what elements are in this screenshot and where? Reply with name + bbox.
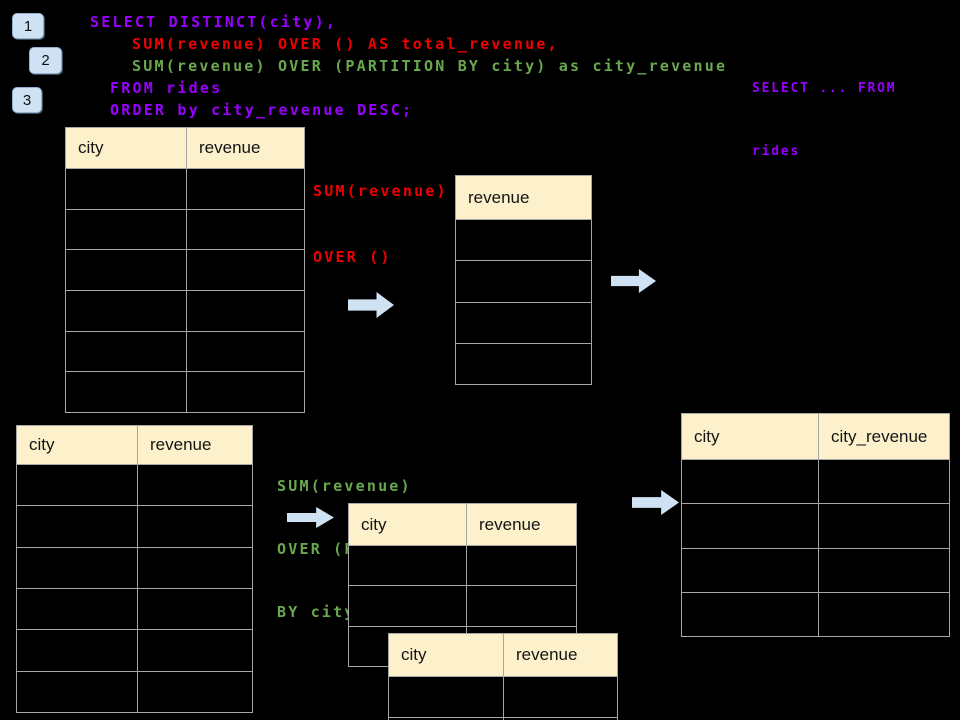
table-cell: [66, 330, 186, 372]
total-revenue-label: SUM(revenue) OVER (): [313, 136, 448, 312]
label-line: SUM(revenue): [277, 477, 412, 495]
table-cell: [17, 546, 137, 588]
table-cell: [456, 301, 591, 343]
table-cell: [66, 249, 186, 290]
column-header: city: [66, 128, 186, 168]
table-cell: [137, 546, 252, 588]
table-cell: [137, 629, 252, 671]
step-badge-label: 2: [41, 52, 50, 69]
column-header: city: [349, 504, 466, 545]
table-cell: [818, 591, 949, 636]
label-line: OVER (): [313, 248, 392, 266]
column-header: revenue: [466, 504, 576, 545]
column-header: city: [389, 634, 503, 676]
table-cell: [137, 464, 252, 506]
table-cell: [349, 545, 466, 586]
column-header: revenue: [186, 128, 304, 168]
table-cell: [137, 505, 252, 547]
table-cell: [682, 503, 818, 548]
table-cell: [17, 505, 137, 547]
table-cell: [682, 591, 818, 636]
arrow-right-icon: [632, 490, 679, 515]
table-cell: [17, 464, 137, 506]
table-cell: [456, 219, 591, 261]
table-cell: [66, 168, 186, 209]
table-cell: [66, 290, 186, 331]
table-cell: [682, 459, 818, 504]
step-badge-2: 2: [29, 47, 62, 74]
table-cell: [466, 545, 576, 586]
arrow-right-icon: [348, 292, 394, 318]
side-note-line: rides: [752, 144, 801, 159]
table-cell: [503, 676, 617, 717]
table-cell: [186, 168, 304, 209]
sql-code-line: ORDER by city_revenue DESC;: [110, 101, 414, 119]
table-cell: [466, 585, 576, 626]
column-header: revenue: [503, 634, 617, 676]
column-header: city: [682, 414, 818, 459]
table-cell: [137, 587, 252, 630]
table-cell: [17, 670, 137, 712]
table-cell: [503, 717, 617, 720]
table-cell: [818, 503, 949, 548]
arrow-right-icon: [287, 507, 334, 528]
side-note-from-rides: SELECT ... FROM rides: [752, 36, 896, 204]
sql-code-line: SUM(revenue) OVER () AS total_revenue,: [132, 35, 559, 53]
table-cell: [186, 249, 304, 290]
table-cell: [186, 290, 304, 331]
table-cell: [456, 260, 591, 302]
table-total-revenue-result: revenue: [455, 175, 592, 385]
table-cell: [389, 717, 503, 720]
label-line: SUM(revenue): [313, 182, 448, 200]
column-header: city_revenue: [818, 414, 949, 459]
table-cell: [137, 670, 252, 712]
table-cell: [186, 208, 304, 250]
step-badge-3: 3: [12, 87, 42, 113]
table-cell: [17, 587, 137, 630]
table-cell: [456, 342, 591, 384]
step-badge-1: 1: [12, 13, 44, 39]
column-header: revenue: [137, 426, 252, 464]
step-badge-label: 1: [23, 17, 33, 35]
table-cell: [17, 629, 137, 671]
table-cell: [66, 208, 186, 250]
table-cell: [186, 330, 304, 372]
sql-code-line: SUM(revenue) OVER (PARTITION BY city) as…: [132, 57, 728, 75]
side-note-line: SELECT ... FROM: [752, 81, 897, 96]
table-cell: [349, 585, 466, 626]
table-cell: [66, 371, 186, 412]
step-badge-label: 3: [22, 91, 32, 109]
arrow-right-icon: [611, 269, 656, 293]
column-header: revenue: [456, 176, 591, 219]
sql-code-line: SELECT DISTINCT(city),: [90, 13, 338, 31]
table-cell: [818, 459, 949, 504]
table-cell: [818, 547, 949, 592]
sql-code-line: FROM rides: [110, 79, 223, 97]
column-header: city: [17, 426, 137, 464]
table-cell: [389, 676, 503, 717]
table-cell: [682, 547, 818, 592]
table-cell: [186, 371, 304, 412]
